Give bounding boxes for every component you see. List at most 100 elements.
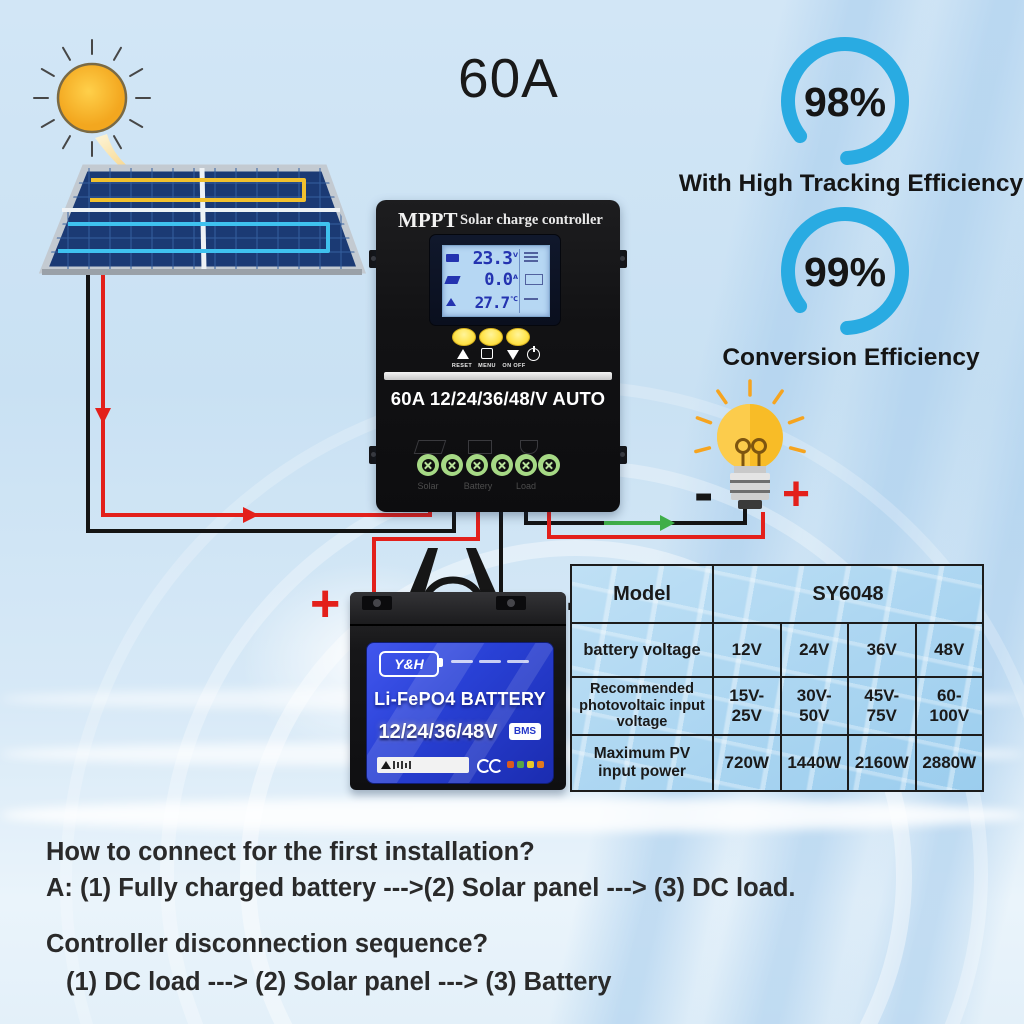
lcd-status-text [524, 250, 538, 264]
wire-load-red [547, 535, 765, 539]
battery-negative-post [496, 596, 526, 610]
load-minus-sign: - [694, 460, 714, 525]
label-tagline [507, 660, 529, 663]
ce-mark-icon [489, 759, 503, 773]
spec-row-label: Recommended photovoltaic input voltage [570, 676, 714, 736]
page-title: 60A [458, 47, 559, 109]
wire-pv-red [101, 262, 105, 517]
battery-glyph-icon [468, 440, 492, 454]
spec-cell: 36V [847, 622, 917, 678]
mounting-ear [618, 446, 627, 464]
battery-brand-logo: Y&H [379, 651, 443, 677]
cert-dot [527, 761, 534, 768]
wire-battery-black [499, 497, 503, 602]
terminal-solar-pos [417, 454, 439, 476]
mounting-ear [618, 250, 627, 268]
lcd-battery-voltage: 23.3 [472, 247, 513, 269]
menu-icon [481, 348, 493, 359]
lcd-pv-current: 0.0 [484, 270, 513, 290]
spec-cell: 1440W [779, 734, 849, 792]
menu-button [479, 328, 503, 346]
spec-cell: 15V-25V [712, 676, 782, 736]
tracking-efficiency-label: With High Tracking Efficiency [678, 170, 1024, 197]
controller-brand: MPPT [398, 208, 458, 232]
cert-dot [507, 761, 514, 768]
spec-table: Model SY6048 battery voltage 12V 24V 36V… [570, 564, 984, 792]
conversion-efficiency-ring [781, 207, 909, 335]
load-plus-sign: + [782, 468, 811, 521]
power-icon-line [533, 346, 535, 352]
cert-dot [537, 761, 544, 768]
wire-pv-black [86, 529, 456, 533]
spec-cell: 45V-75V [847, 676, 917, 736]
ce-mark-icon [477, 759, 491, 773]
lcd-temp-unit: ℃ [510, 295, 518, 303]
reset-label: RESET [451, 363, 473, 369]
terminal-load-pos [515, 454, 537, 476]
lcd-status-text [524, 298, 538, 300]
spec-cell: 2880W [914, 734, 984, 792]
bms-badge: BMS [509, 723, 541, 740]
mounting-ear [369, 250, 378, 268]
lcd-bezel: 23.3 V 0.0 A 27.7 ℃ [429, 234, 561, 326]
spec-row-label: battery voltage [570, 622, 714, 678]
menu-label: MENU [478, 363, 496, 369]
terminal-solar-neg [441, 454, 463, 476]
wire-pv-red [101, 513, 432, 517]
wire-battery-red [372, 537, 480, 541]
reset-arrow-icon [457, 349, 469, 359]
load-glyph-icon [520, 440, 538, 454]
instruction-answer-2: (1) DC load ---> (2) Solar panel ---> (3… [66, 968, 612, 996]
bg-waveband [0, 798, 1024, 832]
warning-strip [377, 757, 469, 773]
terminal-label-solar: Solar [417, 481, 439, 491]
flow-arrow-green-icon [660, 515, 675, 531]
spec-model-value: SY6048 [712, 564, 984, 624]
battery-icon [446, 254, 459, 262]
battery-brand: Y&H [394, 656, 424, 672]
onoff-arrow-icon [507, 350, 519, 360]
spec-row-label: Maximum PV input power [570, 734, 714, 792]
lcd-temperature: 27.7 [474, 292, 511, 312]
decor-stripe [384, 372, 612, 380]
wire-pv-black [86, 262, 90, 533]
lcd-divider [519, 249, 520, 313]
spec-cell: 12V [712, 622, 782, 678]
cert-dot [517, 761, 524, 768]
battery-label: Y&H Li-FePO4 BATTERY 12/24/36/48V BMS [366, 642, 554, 784]
spec-cell: 30V-50V [779, 676, 849, 736]
tracking-efficiency-ring [781, 37, 909, 165]
controller-product-name: Solar charge controller [460, 212, 603, 228]
warning-icon [381, 761, 391, 769]
arrow-up-icon [446, 298, 456, 306]
wire-load-red [547, 497, 551, 539]
spec-cell: 60-100V [914, 676, 984, 736]
battery-voltages: 12/24/36/48V [378, 721, 498, 743]
spec-model-label: Model [570, 564, 714, 624]
spec-cell: 2160W [847, 734, 917, 792]
wire-battery-red [372, 537, 376, 605]
terminal-battery-neg [491, 454, 513, 476]
flow-arrow-down-icon [95, 408, 111, 424]
spec-cell: 24V [779, 622, 849, 678]
label-tagline [479, 660, 501, 663]
tracking-efficiency-percent: 98% [803, 79, 887, 125]
lcd-voltage-unit: V [512, 251, 518, 259]
lcd-mode-box [525, 274, 543, 285]
charge-controller: MPPT Solar charge controller 23.3 V 0.0 … [376, 200, 620, 512]
terminal-battery-pos [466, 454, 488, 476]
flow-arrow-right-icon [243, 507, 259, 523]
onoff-button [506, 328, 530, 346]
onoff-label: ON OFF [502, 363, 526, 369]
conversion-efficiency-percent: 99% [803, 249, 887, 295]
terminal-label-load: Load [515, 481, 537, 491]
instruction-question-2: Controller disconnection sequence? [46, 930, 489, 958]
flow-arrow-green [604, 521, 662, 525]
conversion-efficiency-label: Conversion Efficiency [722, 344, 980, 371]
spec-cell: 720W [712, 734, 782, 792]
wire-pv-black [452, 497, 456, 533]
sun-icon [33, 39, 151, 157]
label-tagline [451, 660, 473, 663]
lcd-screen: 23.3 V 0.0 A 27.7 ℃ [442, 245, 550, 317]
